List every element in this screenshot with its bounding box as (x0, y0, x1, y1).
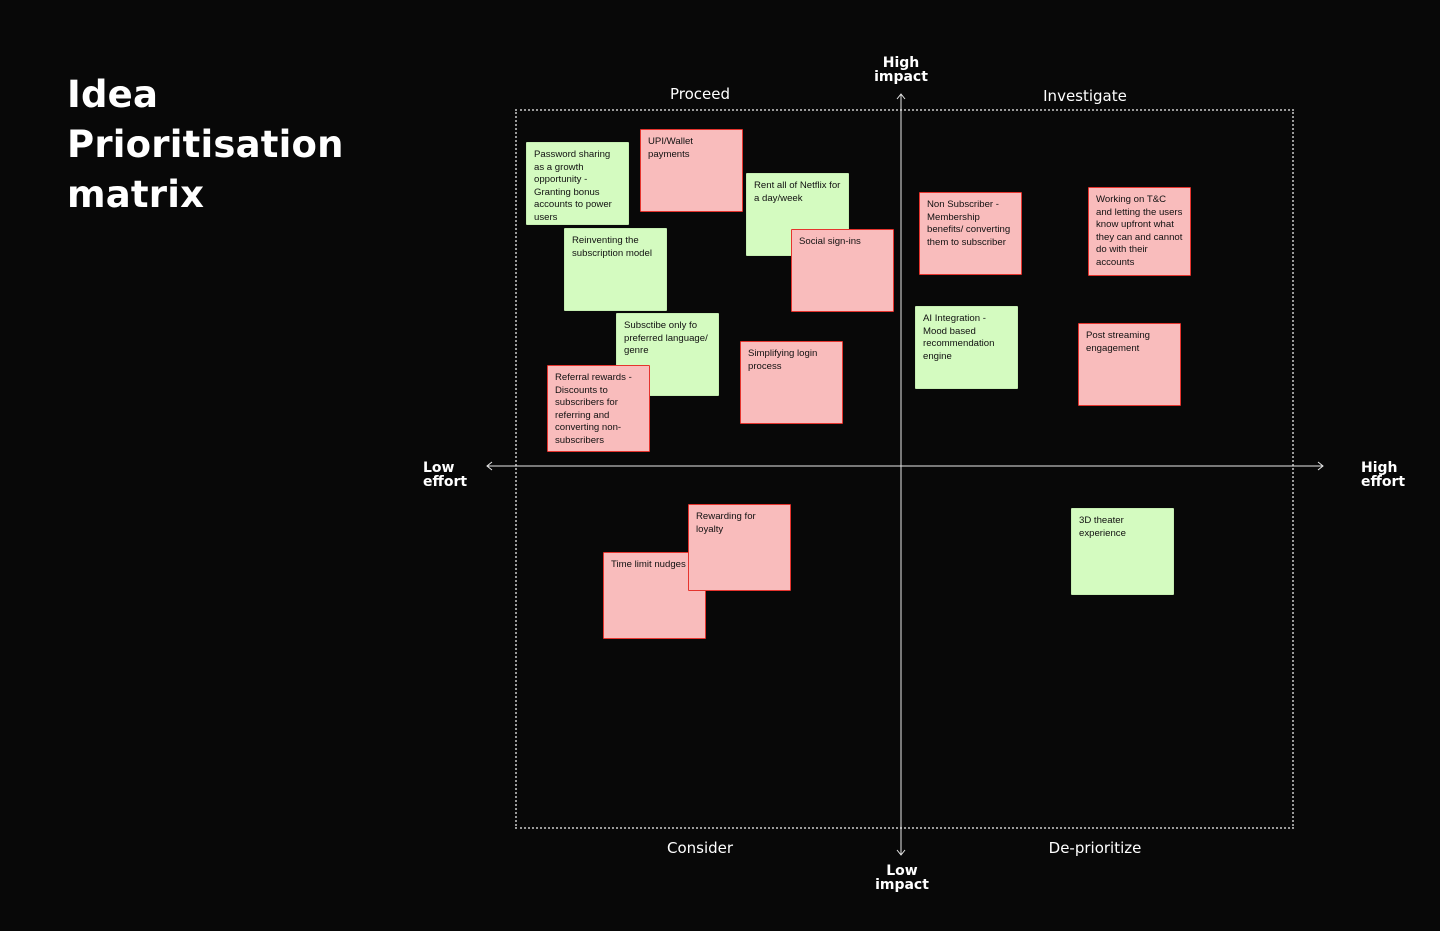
axis-label-low-effort-line-1: Low (423, 460, 455, 476)
axis-label-low-effort: Low effort (423, 461, 467, 489)
sticky-note-simplifying-login[interactable]: Simplifying login process (740, 341, 843, 424)
axis-label-low-impact-line-2: impact (875, 877, 929, 893)
axis-label-high-impact-line-2: impact (874, 69, 928, 85)
sticky-note-post-streaming[interactable]: Post streaming engagement (1078, 323, 1181, 406)
axis-label-high-effort: High effort (1361, 461, 1405, 489)
quadrant-label-consider: Consider (666, 839, 734, 857)
sticky-note-3d-theater[interactable]: 3D theater experience (1071, 508, 1174, 595)
sticky-note-preferred-language[interactable]: Subsctibe only fo preferred language/ ge… (616, 313, 719, 396)
sticky-note-non-subscriber[interactable]: Non Subscriber - Membership benefits/ co… (919, 192, 1022, 275)
sticky-note-terms-conditions[interactable]: Working on T&C and letting the users kno… (1088, 187, 1191, 276)
axis-label-high-effort-line-2: effort (1361, 474, 1406, 490)
quadrant-label-investigate: Investigate (1043, 87, 1127, 105)
title-line-3: matrix (67, 173, 205, 216)
title-line-1: Idea (67, 73, 159, 116)
axis-label-low-impact-line-1: Low (886, 863, 918, 879)
axis-label-high-impact-line-1: High (882, 55, 920, 71)
sticky-note-referral-rewards[interactable]: Referral rewards - Discounts to subscrib… (547, 365, 650, 452)
sticky-note-reinventing-subscription[interactable]: Reinventing the subscription model (564, 228, 667, 311)
sticky-note-rewarding-loyalty[interactable]: Rewarding for loyalty (688, 504, 791, 591)
axis-label-low-impact: Low impact (875, 864, 929, 892)
arrow-right-icon (1317, 461, 1324, 471)
sticky-note-password-sharing[interactable]: Password sharing as a growth opportunity… (526, 142, 629, 225)
sticky-note-upi-wallet[interactable]: UPI/Wallet payments (640, 129, 743, 212)
sticky-note-ai-integration[interactable]: AI Integration - Mood based recommendati… (915, 306, 1018, 389)
axis-label-high-effort-line-1: High (1361, 460, 1398, 476)
arrow-down-icon (896, 849, 906, 856)
sticky-note-social-signins[interactable]: Social sign-ins (791, 229, 894, 312)
quadrant-label-proceed: Proceed (669, 85, 731, 103)
axis-label-high-impact: High impact (874, 56, 928, 84)
title-line-2: Prioritisation (67, 123, 344, 166)
quadrant-label-deprioritize: De-prioritize (1048, 839, 1142, 857)
arrow-up-icon (896, 93, 906, 100)
axis-label-low-effort-line-2: effort (423, 474, 468, 490)
page-title: Idea Prioritisation matrix (67, 70, 387, 220)
arrow-left-icon (486, 461, 493, 471)
matrix-frame (515, 109, 1294, 829)
